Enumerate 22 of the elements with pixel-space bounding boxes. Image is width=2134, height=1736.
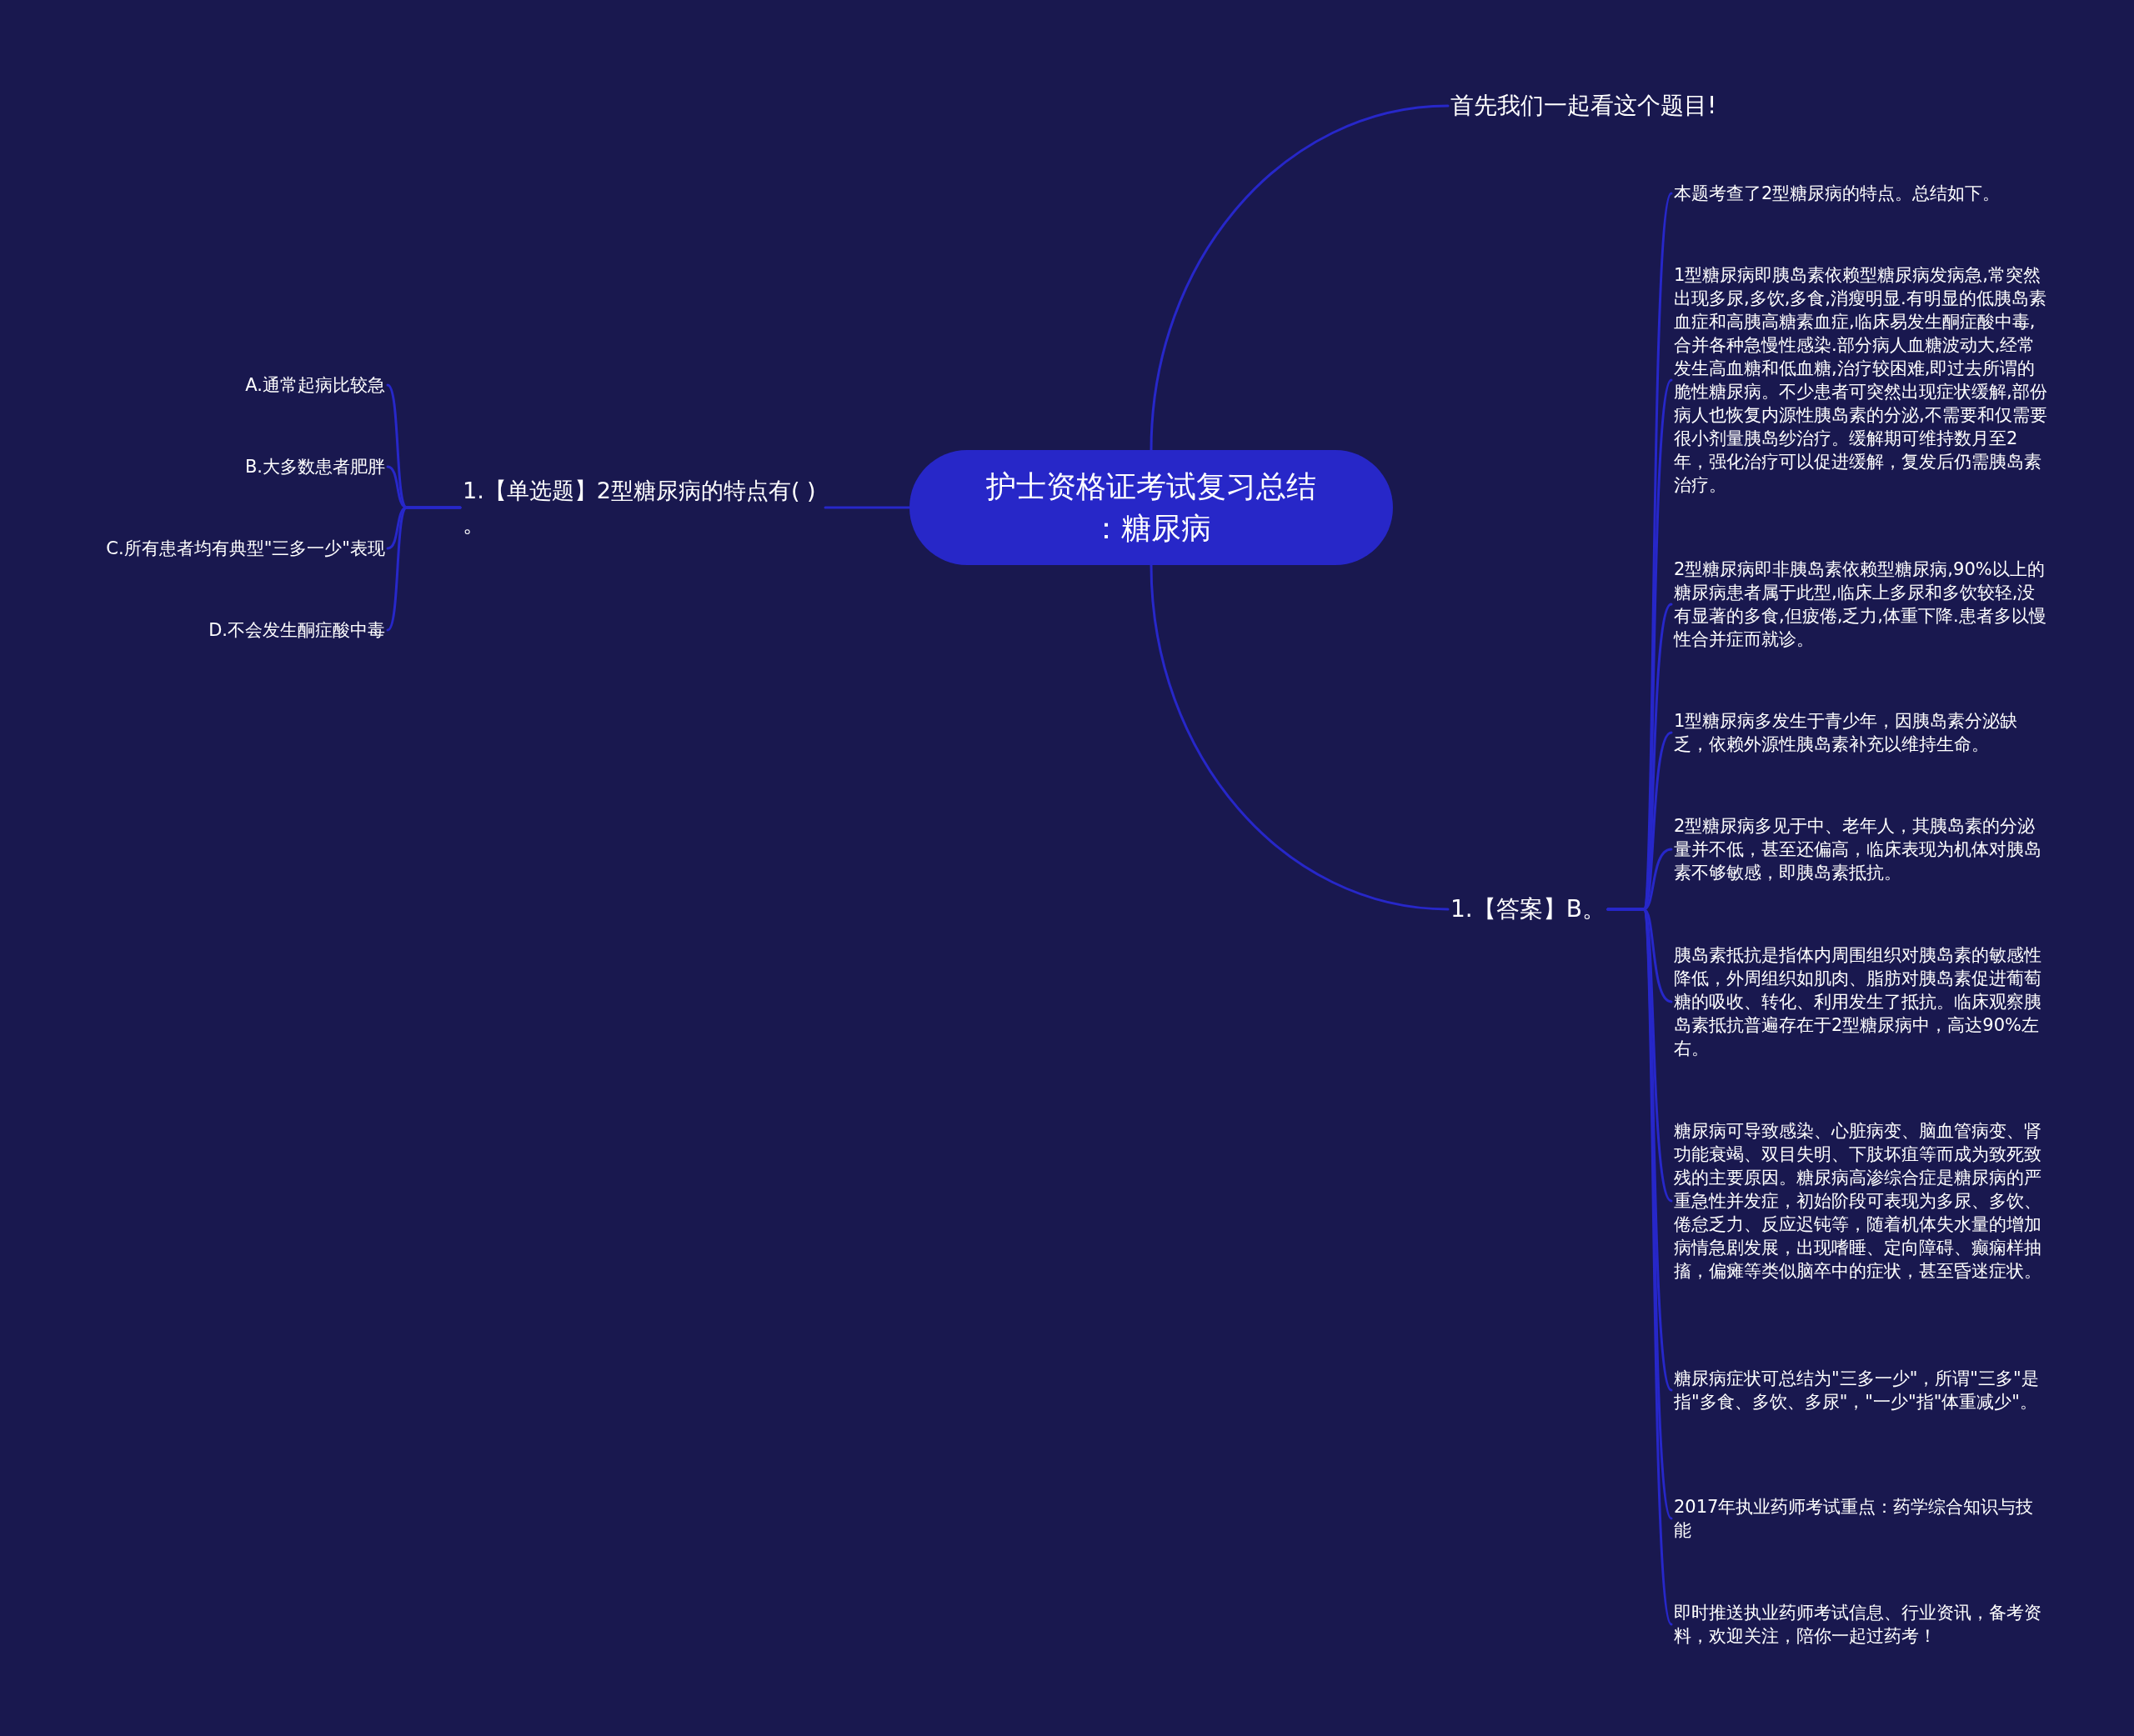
connector-line bbox=[1150, 104, 1450, 452]
question-text: 1.【单选题】2型糖尿病的特点有( )。 bbox=[463, 474, 823, 541]
note-text: 1型糖尿病即胰岛素依赖型糖尿病发病急,常突然出现多尿,多饮,多食,消瘦明显.有明显的低胰岛素血症和高胰高糖素血症,临床易发生酮症酸中毒,合并各种急慢性感染.部分病人血糖波动大,经常发生高血糖和低血糖,治疗较困难,即过去所谓的脆性糖尿病。不少患者可突然出现症状缓解,部份病人也恢复内源性胰岛素的分泌,不需要和仅需要很小剂量胰岛纱治疗。缓解期可维持数月至2年，强化治疗可以促进缓解，复发后仍需胰岛素治疗。 bbox=[1674, 263, 2051, 497]
option-text: C.所有患者均有典型"三多一少"表现 bbox=[106, 537, 385, 560]
branch-label: 1.【答案】B。 bbox=[1450, 893, 1606, 926]
branch-label: 首先我们一起看这个题目! bbox=[1450, 89, 1717, 123]
note-text: 1型糖尿病多发生于青少年，因胰岛素分泌缺乏，依赖外源性胰岛素补充以维持生命。 bbox=[1674, 709, 2051, 756]
note-text: 本题考查了2型糖尿病的特点。总结如下。 bbox=[1674, 182, 2051, 205]
note-text: 2型糖尿病即非胰岛素依赖型糖尿病,90%以上的糖尿病患者属于此型,临床上多尿和多饮较轻,没有显著的多食,但疲倦,乏力,体重下降.患者多以慢性合并症而就诊。 bbox=[1674, 558, 2051, 651]
note-text: 胰岛素抵抗是指体内周围组织对胰岛素的敏感性降低，外周组织如肌肉、脂肪对胰岛素促进葡萄糖的吸收、转化、利用发生了抵抗。临床观察胰岛素抵抗普遍存在于2型糖尿病中，高达90%左右。 bbox=[1674, 943, 2051, 1060]
option-text: B.大多数患者肥胖 bbox=[244, 455, 385, 478]
option-text: A.通常起病比较急 bbox=[245, 373, 385, 397]
connector-line bbox=[386, 506, 462, 632]
note-text: 2017年执业药师考试重点：药学综合知识与技能 bbox=[1674, 1495, 2051, 1542]
note-text: 即时推送执业药师考试信息、行业资讯，备考资料，欢迎关注，陪你一起过药考！ bbox=[1674, 1601, 2051, 1648]
note-text: 2型糖尿病多见于中、老年人，其胰岛素的分泌量并不低，甚至还偏高，临床表现为机体对胰岛素不够敏感，即胰岛素抵抗。 bbox=[1674, 814, 2051, 884]
note-text: 糖尿病可导致感染、心脏病变、脑血管病变、肾功能衰竭、双目失明、下肢坏疽等而成为致死致残的主要原因。糖尿病高渗综合症是糖尿病的严重急性并发症，初始阶段可表现为多尿、多饮、倦怠乏力、反应迟钝等，随着机体失水量的增加病情急剧发展，出现嗜睡、定向障碍、癫痫样抽搐，偏瘫等类似脑卒中的症状，甚至昏迷症状。 bbox=[1674, 1119, 2051, 1283]
connector-line bbox=[824, 506, 911, 509]
connector-line bbox=[1150, 563, 1450, 911]
central-topic: 护士资格证考试复习总结：糖尿病 bbox=[909, 450, 1393, 565]
note-text: 糖尿病症状可总结为"三多一少"，所谓"三多"是指"多食、多饮、多尿"，"一少"指"体重减少"。 bbox=[1674, 1367, 2051, 1413]
option-text: D.不会发生酮症酸中毒 bbox=[208, 618, 385, 642]
